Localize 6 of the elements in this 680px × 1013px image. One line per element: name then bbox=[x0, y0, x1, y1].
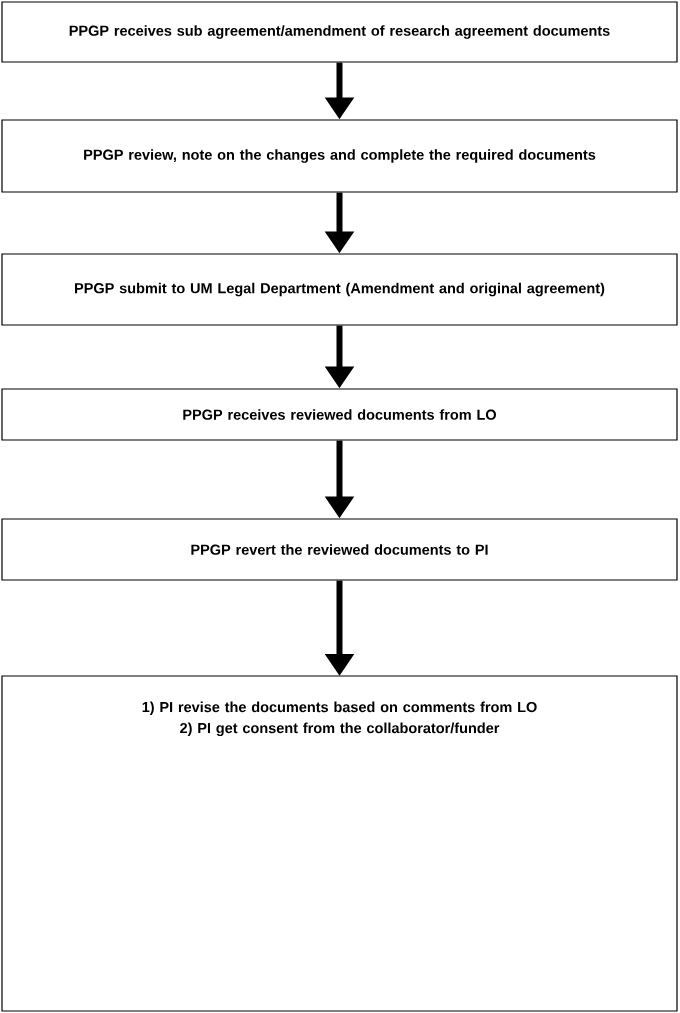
process-box: 1) PI revise the documents based on comments from LO 2) PI get consent from the collaborator/funder bbox=[1, 675, 678, 1012]
process-box: PPGP receives reviewed documents from LO bbox=[1, 388, 678, 441]
process-box: PPGP submit to UM Legal Department (Amendment and original agreement) bbox=[1, 253, 678, 326]
process-box: PPGP revert the reviewed documents to PI bbox=[1, 518, 678, 581]
process-box: PPGP review, note on the changes and complete the required documents bbox=[1, 119, 678, 193]
process-box: PPGP receives sub agreement/amendment of research agreement documents bbox=[1, 1, 678, 63]
